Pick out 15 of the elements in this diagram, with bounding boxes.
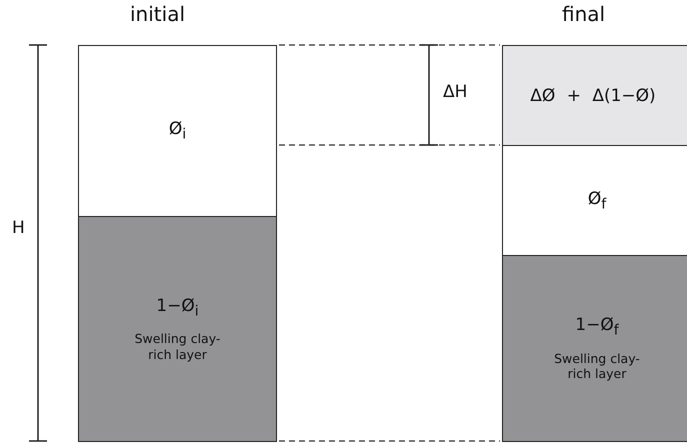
formula-label: Ø$_{f}$	[588, 188, 606, 212]
column-heading: initial	[130, 2, 185, 26]
dimension-label: ΔH	[443, 82, 468, 102]
formula-label: 1−Ø$_{i}$	[156, 296, 199, 320]
dimension-label: H	[12, 218, 25, 238]
clay-layer-block	[502, 255, 687, 442]
clay-layer-block	[78, 216, 277, 442]
pore-volume-block	[78, 45, 277, 217]
swelling-increment-block	[502, 45, 687, 146]
layer-label: Swelling clay-rich layer	[134, 331, 222, 362]
formula-label: ΔØ + Δ(1−Ø)	[530, 86, 656, 106]
column-heading: final	[562, 2, 606, 26]
formula-label: 1−Ø$_{f}$	[575, 315, 619, 339]
formula-label: Ø$_{i}$	[168, 119, 186, 143]
layer-label: Swelling clay-rich layer	[553, 350, 641, 382]
